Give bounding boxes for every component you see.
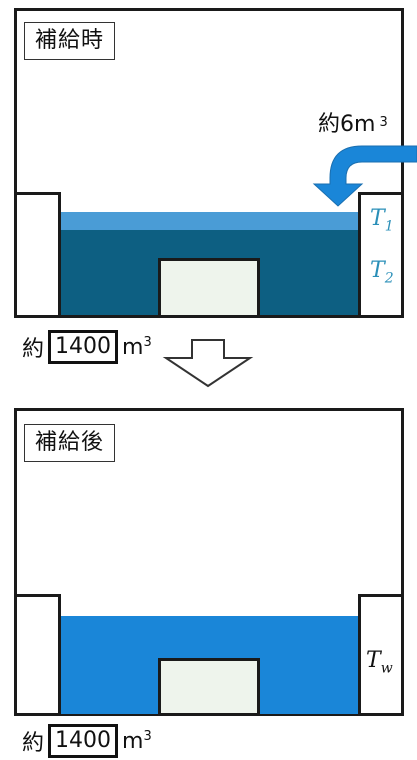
right-pillar-top [358,192,404,318]
upper-warm-layer [58,212,361,230]
bottom-panel-label: 補給後 [24,424,116,462]
top-panel-label: 補給時 [24,22,116,60]
temp-mixed-label: Tw [366,648,393,677]
center-block-bottom [158,658,260,716]
right-pillar-bottom [358,594,404,716]
bottom-volume-value: 1400 [48,724,119,758]
bottom-volume-label: 約 1400 m3 [22,724,152,758]
left-pillar-bottom [14,594,61,716]
left-pillar-top [14,192,61,318]
temp-lower-label: T2 [370,258,394,287]
center-block-top [158,258,260,318]
down-arrow-icon [162,339,254,388]
top-volume-label: 約 1400 m3 [22,330,152,364]
top-volume-value: 1400 [48,330,119,364]
temp-upper-label: T1 [370,206,394,235]
inflow-arrow-icon [312,145,417,207]
